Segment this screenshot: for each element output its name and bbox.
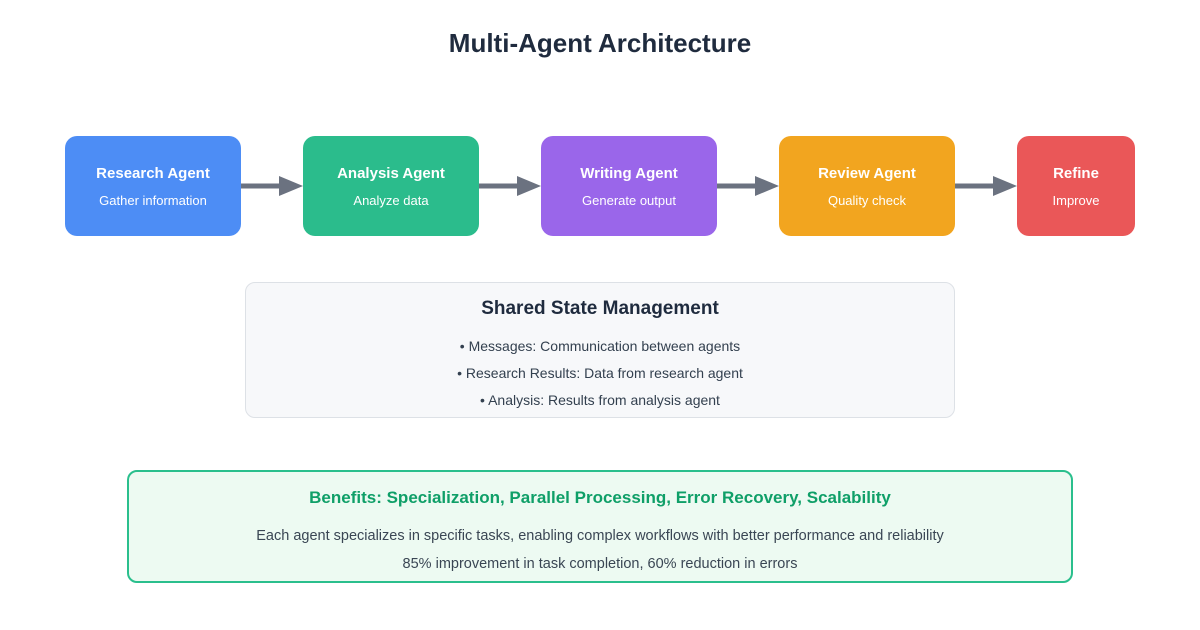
benefits-description-line: Each agent specializes in specific tasks… [256, 528, 944, 544]
benefits-stats-line: 85% improvement in task completion, 60% … [402, 556, 798, 572]
flow-arrow-icon [479, 176, 541, 196]
agent-title: Writing Agent [580, 164, 678, 182]
shared-state-list: • Messages: Communication between agents… [246, 333, 954, 414]
shared-state-item: • Analysis: Results from analysis agent [480, 392, 720, 408]
agent-box-writing: Writing Agent Generate output [541, 136, 717, 236]
flow-arrow-icon [241, 176, 303, 196]
agent-title: Analysis Agent [337, 164, 445, 182]
agent-title: Review Agent [818, 164, 916, 182]
agent-subtitle: Generate output [582, 192, 676, 208]
benefits-panel: Benefits: Specialization, Parallel Proce… [127, 470, 1073, 583]
flow-arrow-icon [955, 176, 1017, 196]
shared-state-item: • Research Results: Data from research a… [457, 365, 743, 381]
agent-box-review: Review Agent Quality check [779, 136, 955, 236]
agent-box-analysis: Analysis Agent Analyze data [303, 136, 479, 236]
benefits-heading: Benefits: Specialization, Parallel Proce… [309, 488, 891, 507]
shared-state-item: • Messages: Communication between agents [459, 338, 741, 354]
agent-flow-row: Research Agent Gather information Analys… [0, 136, 1200, 236]
agent-subtitle: Quality check [827, 192, 907, 208]
agent-title: Refine [1053, 164, 1099, 182]
agent-subtitle: Improve [1052, 192, 1100, 208]
shared-state-panel: Shared State Management • Messages: Comm… [245, 282, 955, 418]
page-title: Multi-Agent Architecture [448, 28, 752, 58]
shared-state-title: Shared State Management [481, 298, 719, 319]
agent-box-research: Research Agent Gather information [65, 136, 241, 236]
agent-box-refine: Refine Improve [1017, 136, 1135, 236]
flow-arrow-icon [717, 176, 779, 196]
benefits-description: Each agent specializes in specific tasks… [129, 522, 1071, 578]
agent-title: Research Agent [96, 164, 210, 182]
agent-subtitle: Gather information [99, 192, 207, 208]
agent-subtitle: Analyze data [353, 192, 429, 208]
